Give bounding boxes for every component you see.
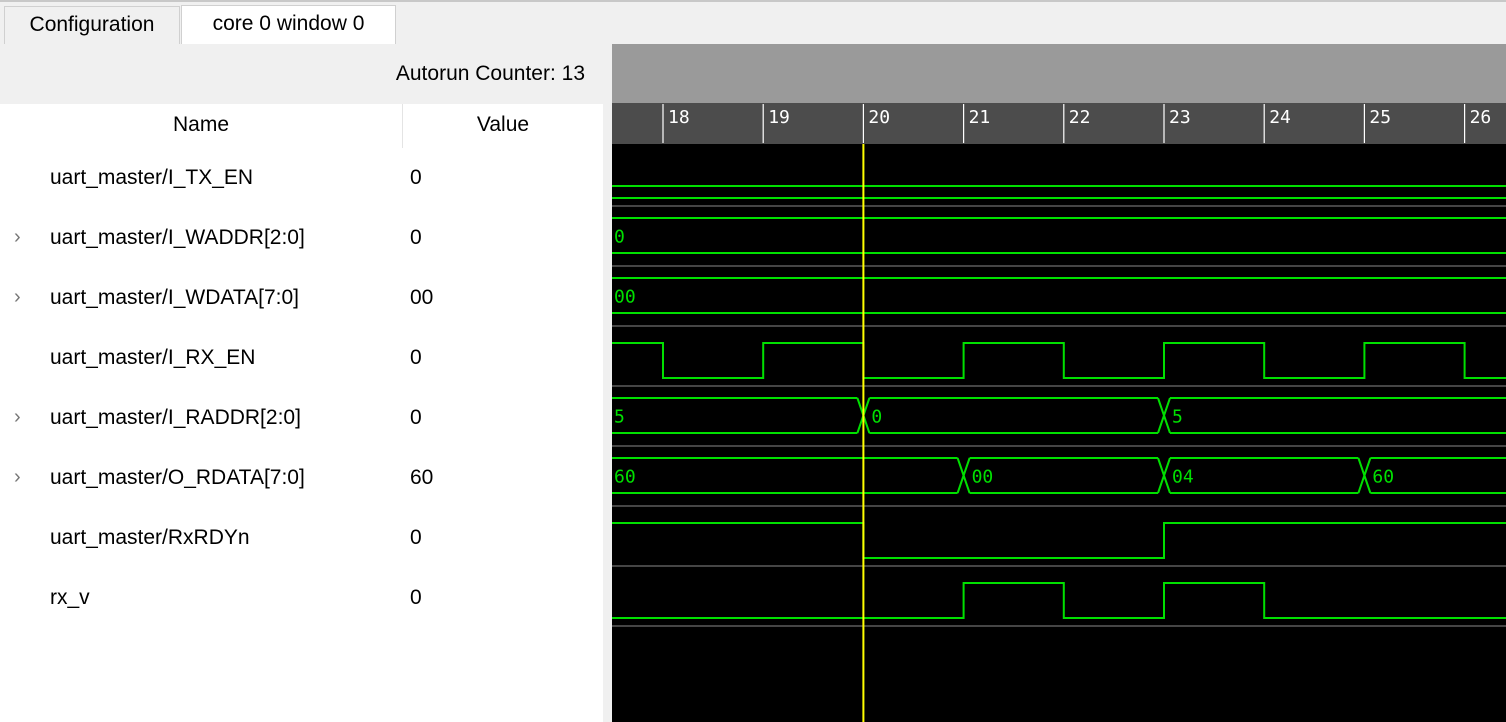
bus-transition	[956, 457, 971, 494]
expand-chevron-icon[interactable]: ›	[14, 226, 21, 248]
waveform-toolbar-strip	[612, 44, 1506, 103]
ruler-tick-label: 23	[1169, 107, 1191, 128]
autorun-counter-bar: Autorun Counter: 13	[0, 44, 603, 104]
bus-value-label: 60	[1372, 467, 1394, 488]
bus-value-label: 0	[614, 227, 625, 248]
signal-row[interactable]: › uart_master/O_RDATA[7:0] 60	[0, 448, 603, 508]
bit-waveform	[612, 522, 1506, 559]
bit-waveform	[612, 342, 1506, 379]
autorun-counter-label: Autorun Counter: 13	[395, 62, 585, 85]
ruler-tick-label: 20	[868, 107, 890, 128]
panel-splitter[interactable]	[603, 44, 612, 722]
signal-value: 0	[410, 406, 422, 429]
signal-name: uart_master/RxRDYn	[50, 526, 250, 549]
ruler-tick-label: 25	[1369, 107, 1391, 128]
signal-value: 0	[410, 226, 422, 249]
tab-core-0-window-0[interactable]: core 0 window 0	[181, 5, 396, 45]
signal-value: 0	[410, 166, 422, 189]
expand-chevron-icon[interactable]: ›	[14, 406, 21, 428]
signal-value: 00	[410, 286, 434, 309]
expand-chevron-icon[interactable]: ›	[14, 286, 21, 308]
signal-name: uart_master/I_TX_EN	[50, 166, 254, 189]
signal-name: uart_master/I_RADDR[2:0]	[50, 406, 301, 429]
signal-value: 0	[410, 526, 422, 549]
bus-value-label: 00	[614, 287, 636, 308]
signal-value: 0	[410, 586, 422, 609]
waveform-area[interactable]	[612, 44, 1506, 722]
bit-waveform	[612, 582, 1506, 619]
bus-transition	[1157, 397, 1171, 434]
signal-name: uart_master/I_WADDR[2:0]	[50, 226, 305, 249]
time-ruler[interactable]	[612, 103, 1506, 144]
signal-row[interactable]: › uart_master/I_RADDR[2:0] 0	[0, 388, 603, 448]
bus-value-label: 5	[1172, 407, 1183, 428]
bus-value-label: 5	[614, 407, 625, 428]
signal-name: uart_master/I_WDATA[7:0]	[50, 286, 299, 309]
ruler-tick-label: 18	[668, 107, 690, 128]
signal-row[interactable]: uart_master/RxRDYn 0	[0, 508, 603, 568]
signal-name: uart_master/O_RDATA[7:0]	[50, 466, 305, 489]
bus-transition	[1157, 457, 1171, 494]
signal-row[interactable]: › uart_master/I_WDATA[7:0] 00	[0, 268, 603, 328]
signal-value: 0	[410, 346, 422, 369]
signal-name: rx_v	[50, 586, 90, 609]
tab-bar: Configuration core 0 window 0	[0, 0, 1506, 45]
bus-value-label: 04	[1172, 467, 1194, 488]
bus-value-label: 0	[871, 407, 882, 428]
ruler-tick-label: 26	[1470, 107, 1492, 128]
bus-value-label: 60	[614, 467, 636, 488]
bus-transition	[1357, 457, 1372, 494]
signal-list-panel	[0, 44, 603, 722]
expand-chevron-icon[interactable]: ›	[14, 466, 21, 488]
tab-configuration[interactable]: Configuration	[4, 6, 180, 44]
ruler-tick-label: 22	[1069, 107, 1091, 128]
ruler-tick-label: 19	[768, 107, 790, 128]
signal-name: uart_master/I_RX_EN	[50, 346, 256, 369]
signal-row[interactable]: rx_v 0	[0, 568, 603, 628]
column-header-value[interactable]: Value	[403, 104, 603, 148]
ruler-tick-label: 21	[969, 107, 991, 128]
column-header-name[interactable]: Name	[0, 104, 403, 148]
bus-value-label: 00	[972, 467, 994, 488]
signal-row[interactable]: uart_master/I_TX_EN 0	[0, 148, 603, 208]
ruler-tick-label: 24	[1269, 107, 1291, 128]
signal-value: 60	[410, 466, 434, 489]
signal-row[interactable]: › uart_master/I_WADDR[2:0] 0	[0, 208, 603, 268]
signal-row[interactable]: uart_master/I_RX_EN 0	[0, 328, 603, 388]
